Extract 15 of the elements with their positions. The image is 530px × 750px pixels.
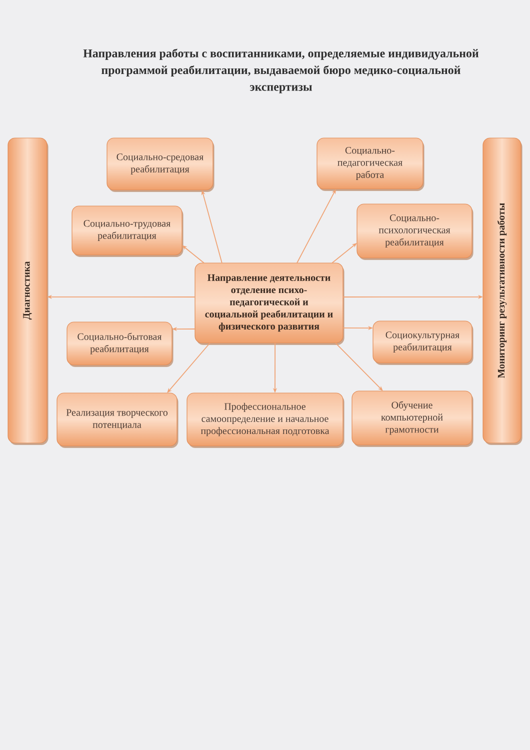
rounded-box: Социокультурная реабилитация (372, 320, 474, 365)
central-box: Направление деятельности отделение психо- педагогической и социальной реабилитации и физического развития (194, 262, 344, 345)
rounded-box: Профессиональное самоопределение и начальное профессиональная подготовка (186, 392, 344, 448)
rounded-box: Социально- психологическая реабилитация (356, 204, 474, 260)
rounded-box: Социально- педагогическая работа (316, 138, 424, 191)
rounded-box: Реализация творческого потенциала (56, 392, 178, 448)
rounded-box: Социально-бытовая реабилитация (66, 322, 174, 367)
vertical-bar: Мониторинг результативности работы (482, 138, 522, 445)
rounded-box: Социально-средовая реабилитация (106, 138, 214, 192)
rounded-box: Обучение компьютерной грамотности (352, 390, 474, 447)
arrow (167, 342, 210, 393)
title: Направления работы с воспитанниками, определяемые индивидуальной программой реабилитации, выдаваемой бюро медико-социальной экспертизы (83, 48, 479, 94)
arrow (335, 342, 383, 391)
vertical-bar: Диагностика (8, 138, 48, 445)
rounded-box: Социально-трудовая реабилитация (72, 206, 184, 257)
